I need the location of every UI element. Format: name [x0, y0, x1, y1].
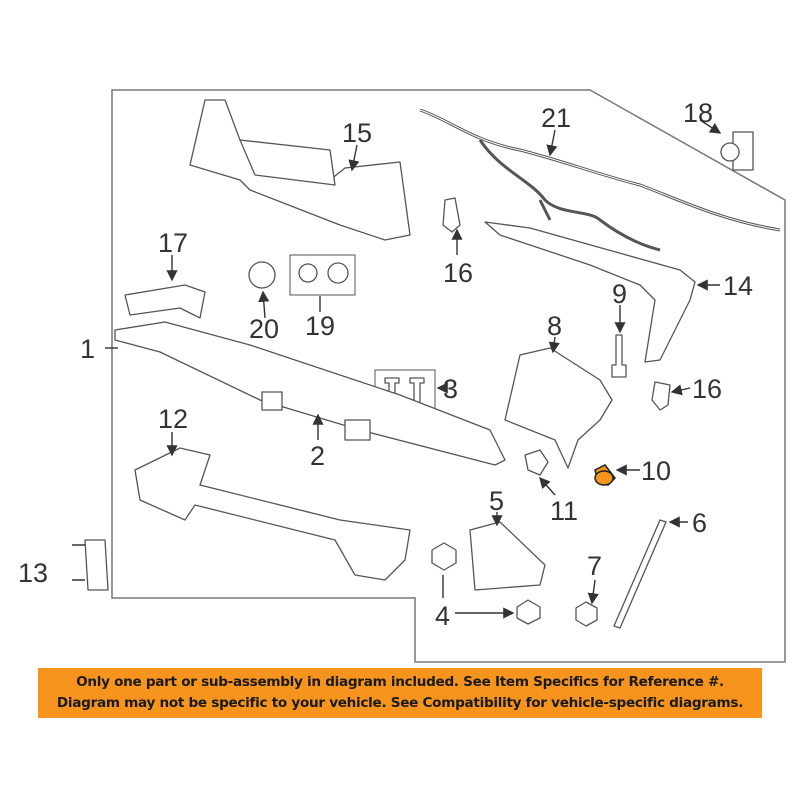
part-11-clip [524, 449, 549, 476]
part-20-grommet [248, 261, 276, 289]
callout-7: 7 [587, 551, 602, 581]
callout-9: 9 [612, 279, 627, 309]
callout-6: 6 [692, 508, 707, 538]
callout-15: 15 [342, 118, 372, 148]
disclaimer-line-2: Diagram may not be specific to your vehi… [56, 695, 744, 711]
part-7-nut [575, 601, 598, 627]
callout-16-b: 16 [692, 374, 722, 404]
callout-3: 3 [443, 374, 458, 404]
part-16-clip [442, 197, 461, 233]
callout-20: 20 [249, 314, 279, 344]
disclaimer-banner: Only one part or sub-assembly in diagram… [38, 668, 762, 718]
part-12-reinforcement [134, 447, 411, 581]
part-4-nut-b [516, 599, 541, 625]
callout-21: 21 [541, 103, 571, 133]
part-13-bracket [84, 539, 109, 591]
part-4-nut [431, 542, 457, 571]
part-16-clip-b [651, 381, 671, 411]
part-9-stud [611, 334, 627, 378]
callout-17: 17 [158, 228, 188, 258]
callout-16: 16 [443, 258, 473, 288]
callout-12: 12 [158, 404, 188, 434]
part-6-strut [613, 519, 667, 629]
part-21-harness [419, 108, 781, 252]
part-19-box [289, 254, 356, 296]
part-8-deflector [504, 347, 613, 469]
callout-11: 11 [550, 496, 578, 526]
diagram-border [111, 89, 786, 663]
disclaimer-line-1: Only one part or sub-assembly in diagram… [76, 674, 724, 690]
callout-4: 4 [435, 601, 450, 631]
part-14-bracket [484, 221, 696, 363]
callout-5: 5 [489, 486, 504, 516]
callout-2: 2 [310, 441, 325, 471]
callout-18: 18 [683, 98, 713, 128]
part-2-impact-bar [114, 321, 506, 466]
callout-14: 14 [723, 271, 753, 301]
part-5-brace [469, 521, 546, 591]
part-17-bracket [124, 284, 206, 319]
callout-19: 19 [305, 311, 335, 341]
callout-10: 10 [641, 456, 671, 486]
callout-8: 8 [547, 311, 562, 341]
callout-13: 13 [18, 558, 48, 588]
callout-1: 1 [80, 334, 95, 364]
